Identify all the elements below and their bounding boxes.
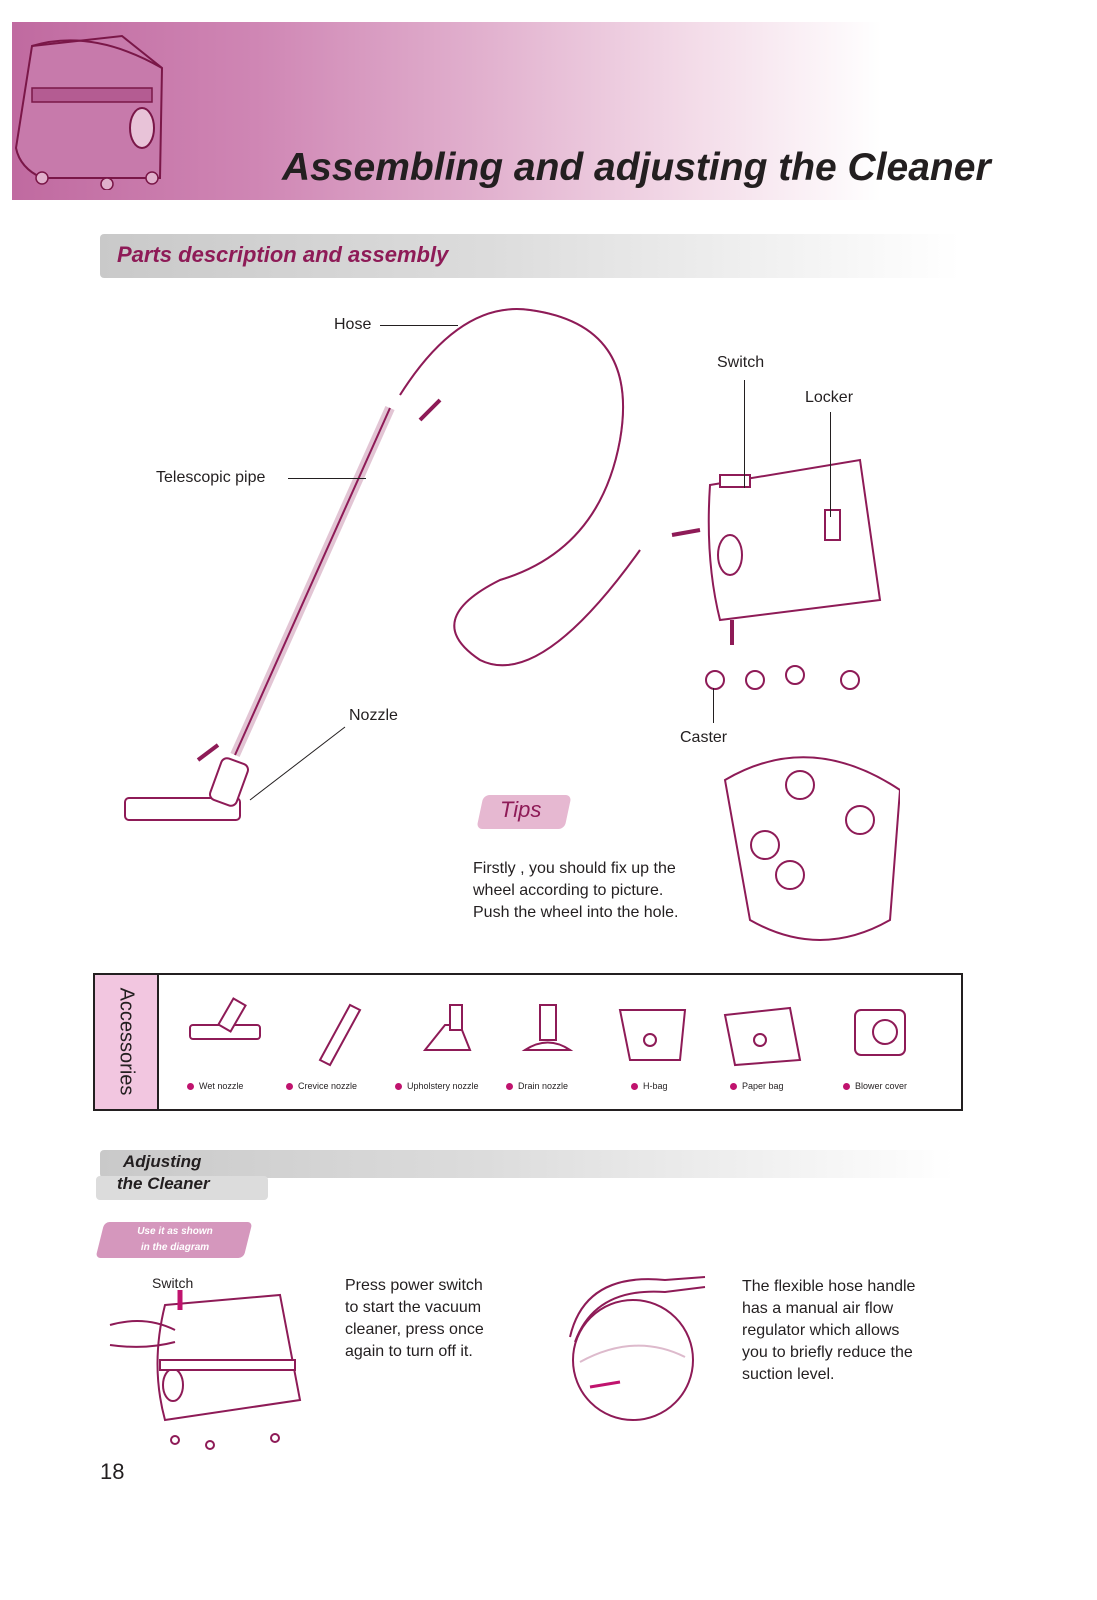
power-switch-line: cleaner, press once <box>345 1321 484 1338</box>
tips-body: Firstly , you should fix up the wheel ac… <box>473 858 678 924</box>
hose-handle-line: regulator which allows <box>742 1322 900 1339</box>
hose-handle-line: The flexible hose handle <box>742 1278 916 1295</box>
parts-diagram <box>124 308 900 941</box>
accessory-item: Drain nozzle <box>506 1081 568 1091</box>
page-number: 18 <box>100 1459 125 1484</box>
hose-handle-text: The flexible hose handle has a manual ai… <box>742 1276 915 1386</box>
accessory-label: H-bag <box>643 1081 668 1091</box>
section-bar-parts <box>100 234 960 278</box>
accessory-item: H-bag <box>631 1081 668 1091</box>
bullet-icon <box>730 1083 737 1090</box>
bullet-icon <box>286 1083 293 1090</box>
accessory-label: Upholstery nozzle <box>407 1081 479 1091</box>
usage-badge-text: Use it as shown in the diagram <box>110 1224 240 1256</box>
bullet-icon <box>187 1083 194 1090</box>
section-bar-adjusting-tab <box>96 1176 268 1200</box>
accessories-title: Accessories <box>115 987 138 1096</box>
accessory-item: Upholstery nozzle <box>395 1081 479 1091</box>
leader-hose <box>380 325 458 326</box>
hose-handle-line: you to briefly reduce the <box>742 1344 913 1361</box>
accessories-box <box>93 973 963 1111</box>
drain-nozzle-icon <box>521 1004 574 1051</box>
crevice-nozzle-icon <box>318 1003 362 1067</box>
label-telescopic-pipe: Telescopic pipe <box>156 469 266 486</box>
leader-locker <box>830 412 831 517</box>
accessory-item: Blower cover <box>843 1081 907 1091</box>
wet-nozzle-icon <box>189 997 261 1040</box>
accessory-item: Wet nozzle <box>187 1081 243 1091</box>
leader-nozzle <box>249 726 346 801</box>
paper-bag-icon <box>723 1006 802 1067</box>
section-title-adjusting-2: the Cleaner <box>117 1174 210 1193</box>
bullet-icon <box>506 1083 513 1090</box>
hose-handle-line: has a manual air flow <box>742 1300 894 1317</box>
section-title-adjusting-1: Adjusting <box>123 1152 202 1171</box>
bullet-icon <box>631 1083 638 1090</box>
tips-label: Tips <box>500 797 542 822</box>
accessory-item: Crevice nozzle <box>286 1081 357 1091</box>
tips-line: wheel according to picture. <box>473 882 664 899</box>
accessory-label: Drain nozzle <box>518 1081 569 1091</box>
bullet-icon <box>395 1083 402 1090</box>
leader-pipe <box>288 478 366 479</box>
label-caster: Caster <box>680 729 728 746</box>
cleaner-illustration-header <box>14 34 164 190</box>
leader-caster <box>713 688 714 723</box>
blower-cover-icon <box>854 1009 906 1056</box>
bullet-icon <box>843 1083 850 1090</box>
usage-badge-line: in the diagram <box>140 1242 210 1253</box>
tips-line: Push the wheel into the hole. <box>473 904 679 921</box>
usage-badge-line: Use it as shown <box>137 1226 213 1237</box>
accessory-item: Paper bag <box>730 1081 784 1091</box>
accessory-label: Crevice nozzle <box>298 1081 358 1091</box>
power-switch-line: Press power switch <box>345 1277 483 1294</box>
label-hose: Hose <box>334 316 372 333</box>
label-locker: Locker <box>805 389 854 406</box>
label-nozzle: Nozzle <box>349 707 398 724</box>
power-switch-text: Press power switch to start the vacuum c… <box>345 1275 484 1363</box>
power-switch-line: to start the vacuum <box>345 1299 482 1316</box>
hose-handle-illustration <box>569 1276 706 1421</box>
cleaner-switch-illustration <box>109 1290 302 1450</box>
accessory-label: Paper bag <box>742 1081 784 1091</box>
accessories-icons <box>189 997 906 1067</box>
section-title-parts: Parts description and assembly <box>117 242 449 267</box>
section-bar-adjusting-top <box>100 1150 955 1178</box>
upholstery-nozzle-icon <box>422 1004 472 1051</box>
h-bag-icon <box>618 1009 687 1061</box>
accessory-label: Blower cover <box>855 1081 908 1091</box>
tips-line: Firstly , you should fix up the <box>473 860 676 877</box>
hose-handle-line: suction level. <box>742 1366 835 1383</box>
accessory-label: Wet nozzle <box>199 1081 244 1091</box>
accessories-sidebar <box>95 975 159 1109</box>
page-title: Assembling and adjusting the Cleaner <box>282 146 991 189</box>
power-switch-line: again to turn off it. <box>345 1343 473 1360</box>
label-switch-adjusting: Switch <box>152 1275 194 1291</box>
leader-switch <box>744 380 745 488</box>
label-switch: Switch <box>717 354 765 371</box>
